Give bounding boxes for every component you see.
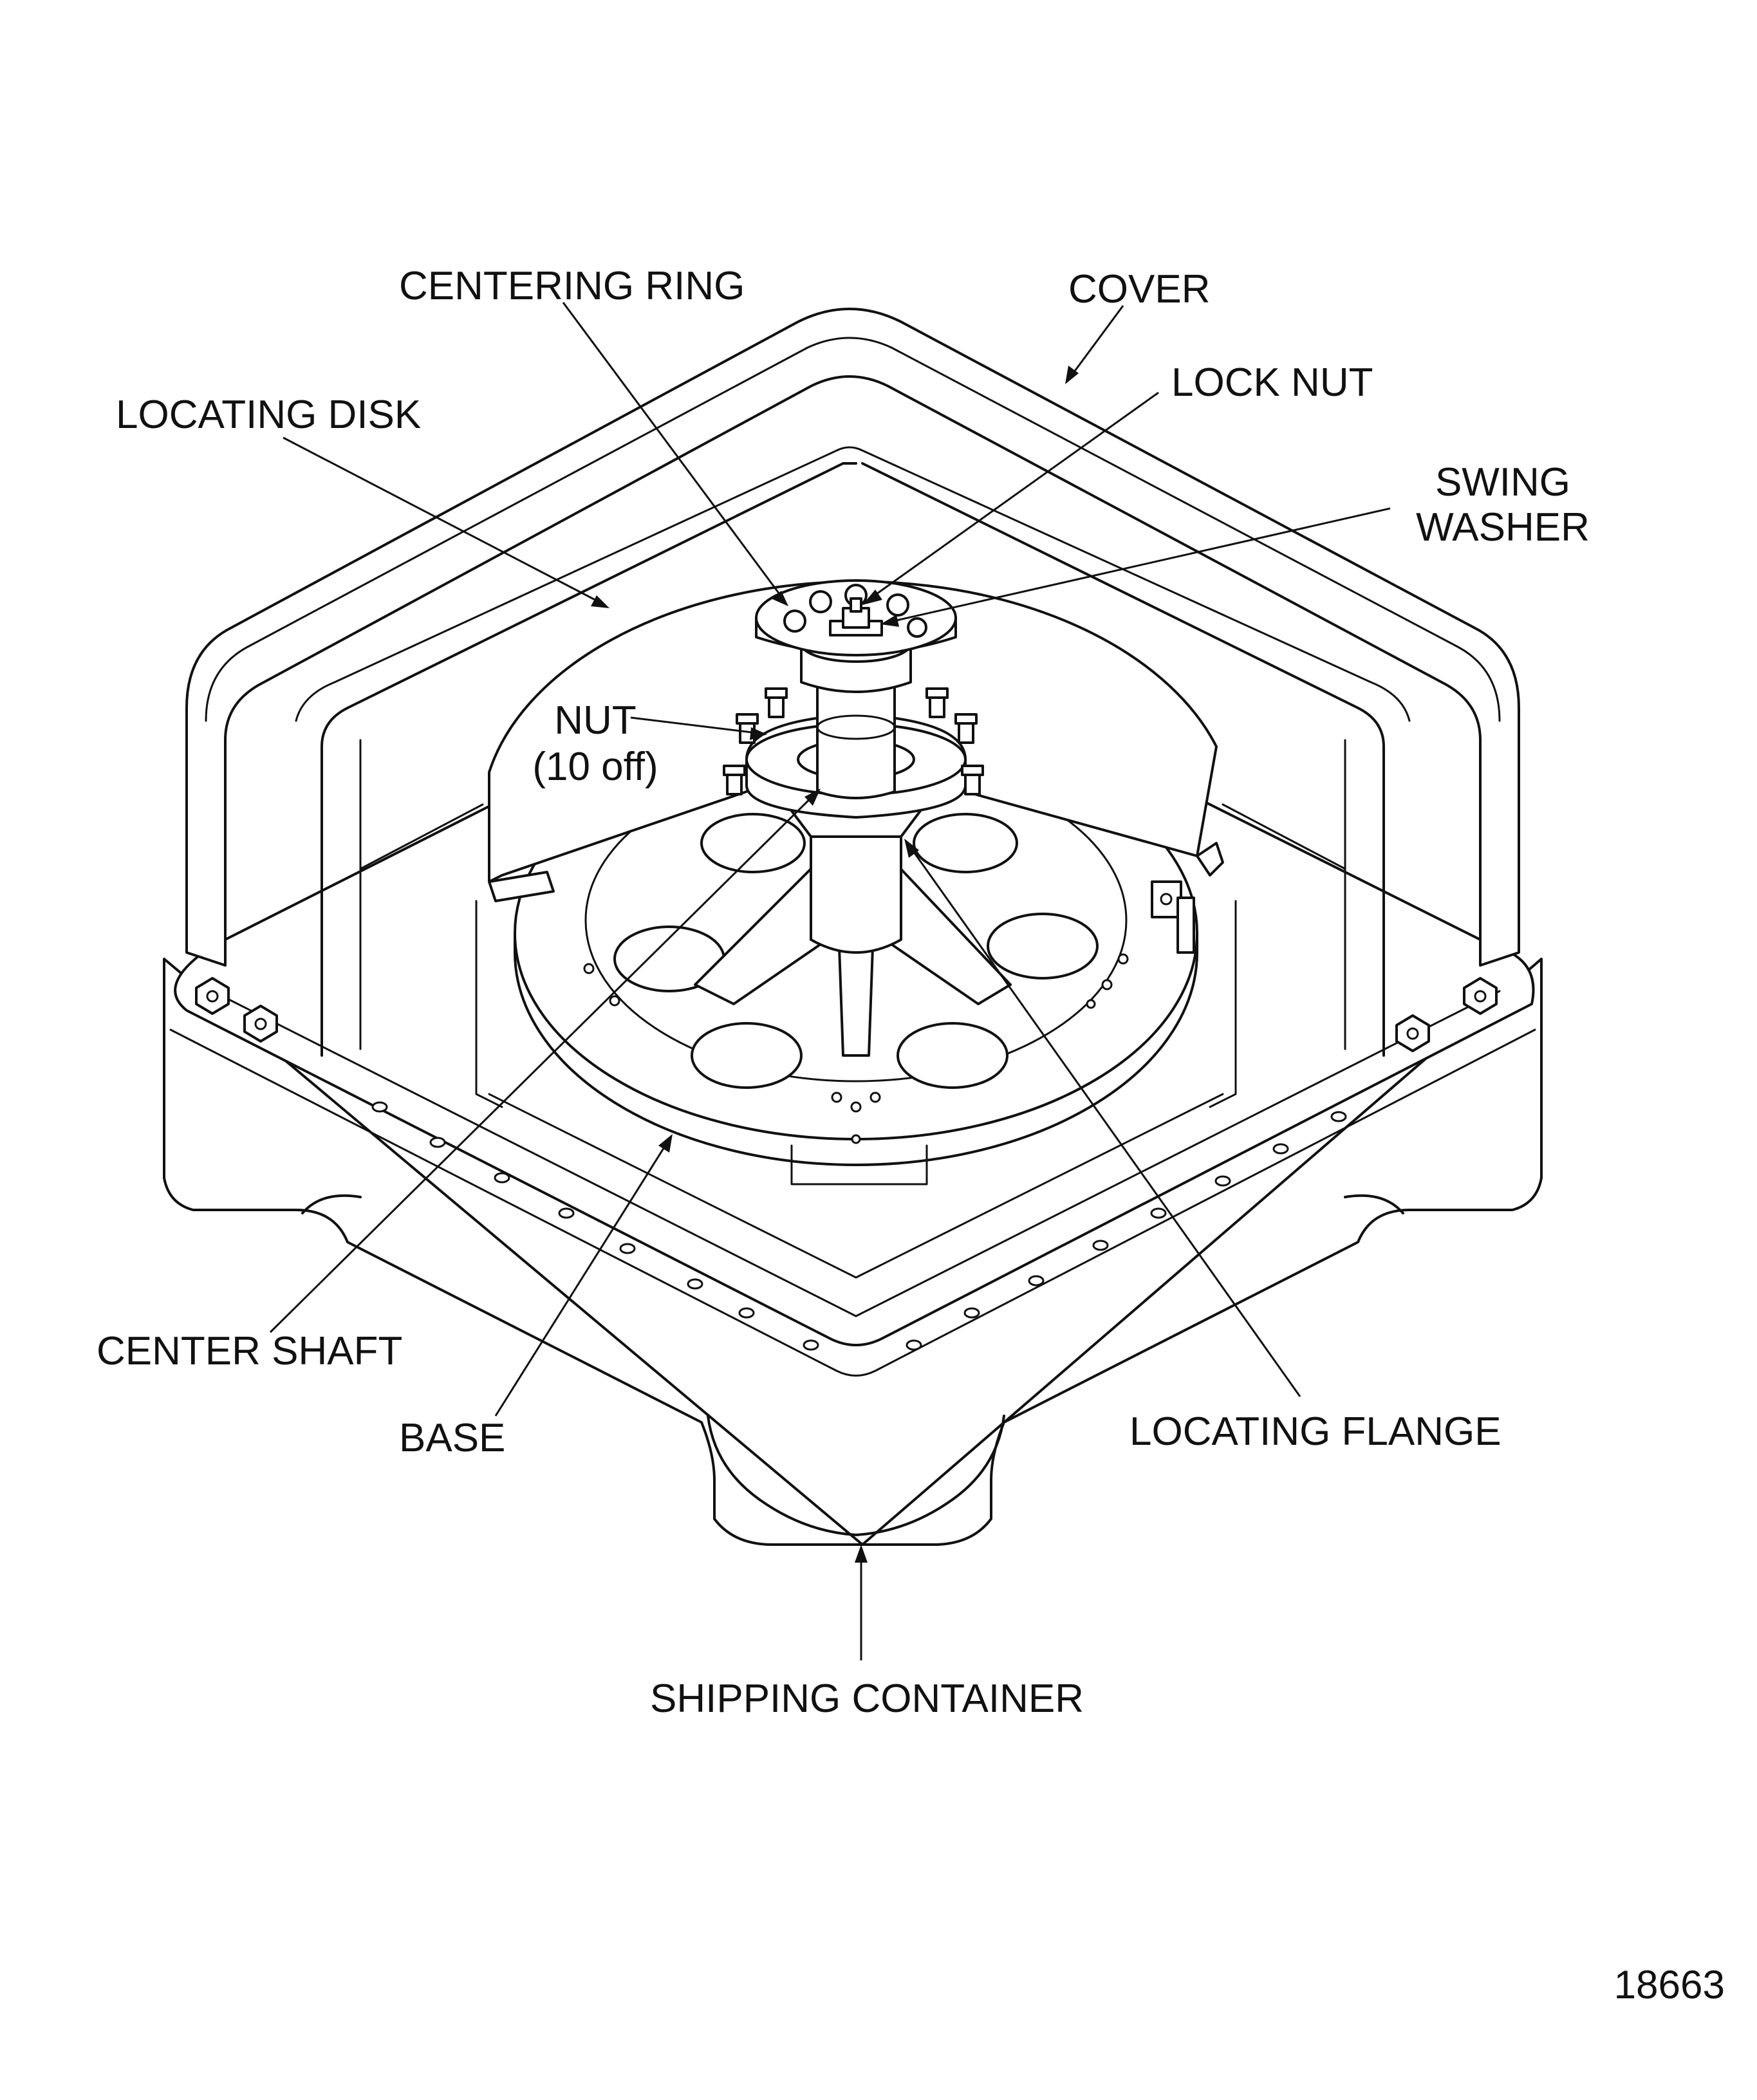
base-hole (987, 913, 1099, 980)
label-centering-ring: CENTERING RING (399, 264, 745, 308)
flange-nut (961, 765, 984, 795)
label-shipping-container: SHIPPING CONTAINER (650, 1677, 1084, 1721)
container-rim-lower (169, 1028, 1536, 1377)
label-base: BASE (399, 1416, 505, 1460)
base-hole (691, 1022, 803, 1089)
cover-cutaway-right (861, 462, 1385, 1057)
cover-bolt (1395, 1014, 1430, 1052)
label-center-shaft: CENTER SHAFT (97, 1329, 402, 1373)
locating-flange (694, 784, 1012, 1057)
flange-nut (765, 687, 788, 718)
disk-clamp (1151, 880, 1195, 954)
cover-bolt (243, 1005, 278, 1043)
label-lock-nut: LOCK NUT (1171, 360, 1373, 405)
cover-back-frame-right (1222, 803, 1346, 870)
base-hole (700, 813, 806, 873)
label-locating-flange: LOCATING FLANGE (1130, 1409, 1501, 1454)
cover-outer-shell (185, 308, 1520, 967)
label-swing-washer-line1: SWING (1435, 460, 1570, 505)
container-front-foot (707, 1415, 1005, 1536)
base-support-left (475, 900, 503, 1108)
cover-bolt (1463, 977, 1498, 1015)
container-rim-inner (211, 990, 1501, 1317)
container-front-left-wall (163, 958, 864, 1546)
flange-nut (723, 765, 746, 795)
base-support-right (1209, 900, 1237, 1108)
base-hole (897, 1022, 1009, 1089)
cover-cutaway-left (321, 462, 857, 1057)
label-nut-line1: NUT (554, 698, 636, 743)
container-tray-floor (488, 1093, 1224, 1279)
center-shaft (816, 681, 896, 799)
cover-bolt (195, 977, 230, 1015)
cover-back-frame-left (359, 803, 484, 870)
base-support-front (790, 1144, 928, 1185)
figure-number: 18663 (1614, 1963, 1725, 2007)
label-locating-disk: LOCATING DISK (116, 393, 421, 437)
label-cover: COVER (1068, 267, 1210, 311)
container-right-foot (1344, 1194, 1404, 1214)
label-nut-line2: (10 off) (532, 745, 658, 789)
flange-nut (954, 713, 978, 744)
cover (185, 308, 1520, 1057)
cover-shell-contour-inner (295, 446, 1411, 722)
cover-shell-contour-outer (205, 337, 1501, 722)
leader-lines (269, 302, 1391, 1660)
base-hole (913, 813, 1018, 873)
label-swing-washer-line2: WASHER (1416, 505, 1590, 550)
rim-bolt-holes (371, 1101, 1347, 1351)
flange-nut (925, 687, 949, 718)
center-shaft-assembly (723, 579, 984, 819)
container-left-foot (301, 1194, 362, 1214)
callout-labels: CENTERING RING COVER LOCK NUT LOCATING D… (97, 264, 1725, 2007)
